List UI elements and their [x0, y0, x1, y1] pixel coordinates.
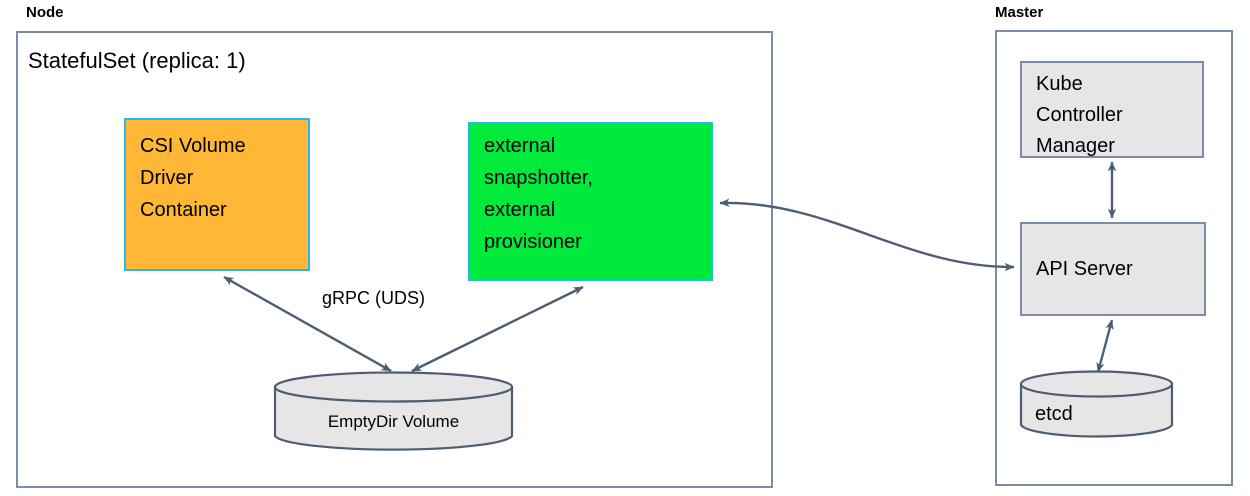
emptydir-volume-cylinder[interactable]: EmptyDir Volume [273, 371, 514, 452]
emptydir-volume-label: EmptyDir Volume [327, 412, 460, 431]
csi-volume-driver-line-2: Driver [140, 167, 194, 189]
csi-volume-driver-line-3: Container [140, 199, 227, 221]
kube-controller-manager-line-1: Kube [1036, 73, 1083, 95]
node-group-label: Node [26, 4, 64, 21]
etcd-label: etcd [1035, 403, 1073, 425]
csi-volume-driver-container-box[interactable]: CSI Volume Driver Container [124, 118, 310, 271]
emptydir-volume-shape [273, 371, 514, 451]
grpc-uds-edge-label: gRPC (UDS) [322, 288, 426, 308]
api-server-box[interactable]: API Server [1020, 222, 1206, 316]
external-sidecars-line-1: external [484, 135, 556, 157]
kube-controller-manager-line-3: Manager [1036, 135, 1115, 157]
master-group-label: Master [995, 4, 1044, 21]
kube-controller-manager-box[interactable]: Kube Controller Manager [1020, 61, 1204, 158]
external-sidecars-line-3: external [484, 199, 556, 221]
kube-controller-manager-line-2: Controller [1036, 104, 1123, 126]
statefulset-title: StatefulSet (replica: 1) [28, 48, 246, 73]
etcd-cylinder[interactable]: etcd [1019, 370, 1174, 440]
external-sidecars-line-4: provisioner [484, 231, 582, 253]
etcd-shape [1019, 370, 1174, 438]
api-server-label: API Server [1036, 257, 1133, 280]
external-sidecars-line-2: snapshotter, [484, 167, 593, 189]
external-sidecars-box[interactable]: external snapshotter, external provision… [468, 122, 713, 281]
csi-volume-driver-line-1: CSI Volume [140, 135, 246, 157]
